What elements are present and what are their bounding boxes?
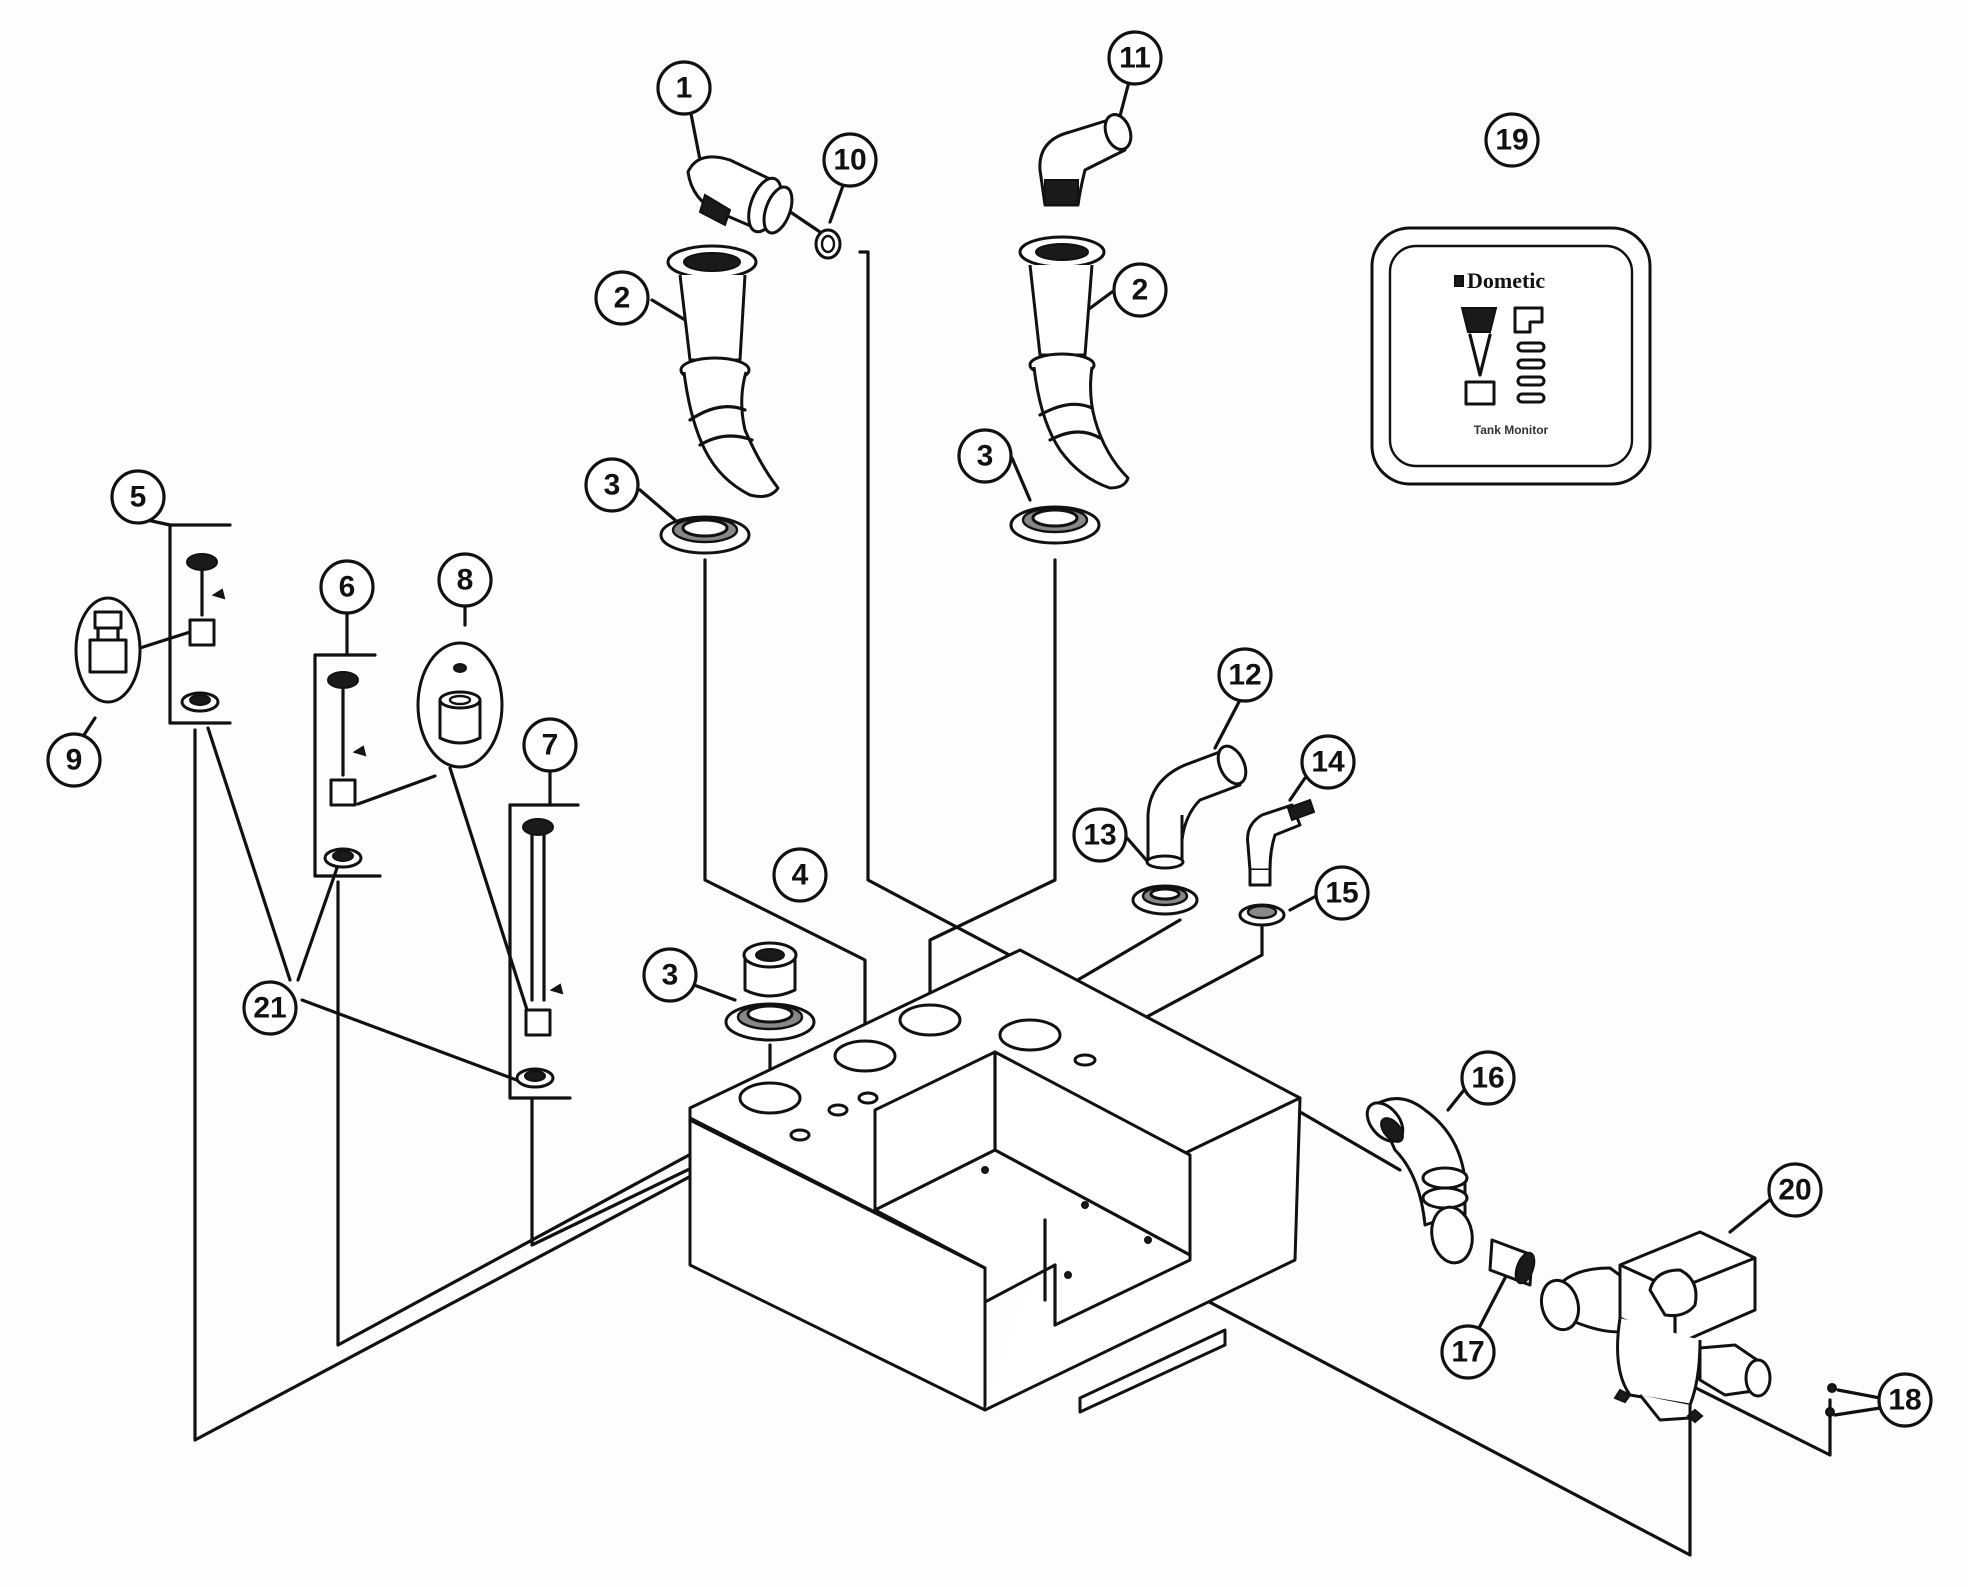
callout-2-right: 2 bbox=[1112, 262, 1168, 318]
elbow-fitting-11 bbox=[1038, 113, 1133, 207]
callout-3-right: 3 bbox=[957, 428, 1013, 484]
callout-13: 13 bbox=[1072, 807, 1128, 863]
callout-17: 17 bbox=[1440, 1324, 1496, 1380]
grommet-3-right bbox=[1009, 505, 1101, 545]
level-gauge-icon bbox=[1513, 306, 1544, 334]
callout-label: 6 bbox=[339, 571, 356, 604]
callout-8: 8 bbox=[437, 552, 493, 608]
callout-6: 6 bbox=[319, 559, 375, 615]
callout-label: 21 bbox=[253, 992, 286, 1025]
callout-label: 2 bbox=[1132, 274, 1149, 307]
grommet-15 bbox=[1238, 903, 1286, 927]
callout-19: 19 bbox=[1484, 112, 1540, 168]
screws-18 bbox=[1825, 1383, 1837, 1417]
empty-tank-indicator-icon bbox=[1464, 380, 1496, 406]
coupler-17 bbox=[1488, 1238, 1536, 1287]
sensor-head-9 bbox=[74, 596, 142, 704]
grommet-3-left bbox=[659, 515, 751, 555]
callout-label: 3 bbox=[977, 440, 994, 473]
callout-14: 14 bbox=[1300, 734, 1356, 790]
sensor-7 bbox=[515, 818, 564, 1089]
callout-label: 12 bbox=[1228, 659, 1261, 692]
gasket-10 bbox=[814, 228, 842, 260]
callout-label: 14 bbox=[1311, 746, 1345, 779]
fill-hose-2-left bbox=[666, 244, 780, 498]
callout-9: 9 bbox=[46, 732, 102, 788]
sensor-6 bbox=[323, 671, 367, 869]
callout-label: 17 bbox=[1451, 1336, 1484, 1369]
elbow-fitting-16 bbox=[1365, 1097, 1474, 1265]
holding-tank bbox=[688, 948, 1302, 1414]
callout-label: 1 bbox=[676, 72, 693, 105]
callout-12: 12 bbox=[1217, 647, 1273, 703]
full-tank-indicator-icon bbox=[1460, 307, 1498, 333]
callout-label: 7 bbox=[542, 729, 559, 762]
callout-label: 10 bbox=[833, 144, 866, 177]
callout-label: 2 bbox=[614, 282, 631, 315]
elbow-fitting-12 bbox=[1145, 744, 1248, 870]
callout-5: 5 bbox=[110, 469, 166, 525]
callout-3-left: 3 bbox=[584, 457, 640, 513]
callout-15: 15 bbox=[1314, 865, 1370, 921]
callout-21: 21 bbox=[242, 980, 298, 1036]
callout-18: 18 bbox=[1877, 1372, 1933, 1428]
callout-label: 20 bbox=[1778, 1174, 1811, 1207]
tank-monitor-panel-19: Dometic Tank Monitor bbox=[1370, 226, 1652, 486]
callout-4: 4 bbox=[772, 847, 828, 903]
callout-20: 20 bbox=[1767, 1162, 1823, 1218]
fitting-14 bbox=[1246, 798, 1316, 887]
elbow-fitting-1 bbox=[686, 155, 794, 235]
callout-1: 1 bbox=[656, 60, 712, 116]
callout-label: 16 bbox=[1471, 1062, 1504, 1095]
callout-label: 18 bbox=[1888, 1384, 1921, 1417]
callout-label: 5 bbox=[130, 481, 147, 514]
panel-brand: Dometic bbox=[1467, 268, 1545, 293]
fill-hose-2-right bbox=[1018, 235, 1130, 490]
grommet-13 bbox=[1131, 884, 1199, 916]
callout-11: 11 bbox=[1107, 30, 1163, 86]
callout-label: 9 bbox=[66, 744, 83, 777]
callout-label: 11 bbox=[1119, 42, 1151, 75]
callout-label: 19 bbox=[1495, 124, 1528, 157]
grommet-3-bottom bbox=[724, 1002, 816, 1042]
callout-label: 4 bbox=[792, 859, 809, 892]
callout-16: 16 bbox=[1460, 1050, 1516, 1106]
callout-3-bottom: 3 bbox=[642, 947, 698, 1003]
panel-caption: Tank Monitor bbox=[1474, 423, 1549, 437]
macerator-pump-20 bbox=[1539, 1230, 1772, 1424]
callout-10: 10 bbox=[822, 132, 878, 188]
callout-label: 3 bbox=[604, 469, 621, 502]
callout-label: 15 bbox=[1325, 877, 1358, 910]
callout-label: 13 bbox=[1083, 819, 1116, 852]
callout-2-left: 2 bbox=[594, 270, 650, 326]
callout-label: 3 bbox=[662, 959, 679, 992]
callout-7: 7 bbox=[522, 717, 578, 773]
float-8 bbox=[416, 641, 504, 769]
callout-label: 8 bbox=[457, 564, 474, 597]
sensor-5 bbox=[180, 553, 226, 713]
vent-4 bbox=[742, 941, 798, 998]
